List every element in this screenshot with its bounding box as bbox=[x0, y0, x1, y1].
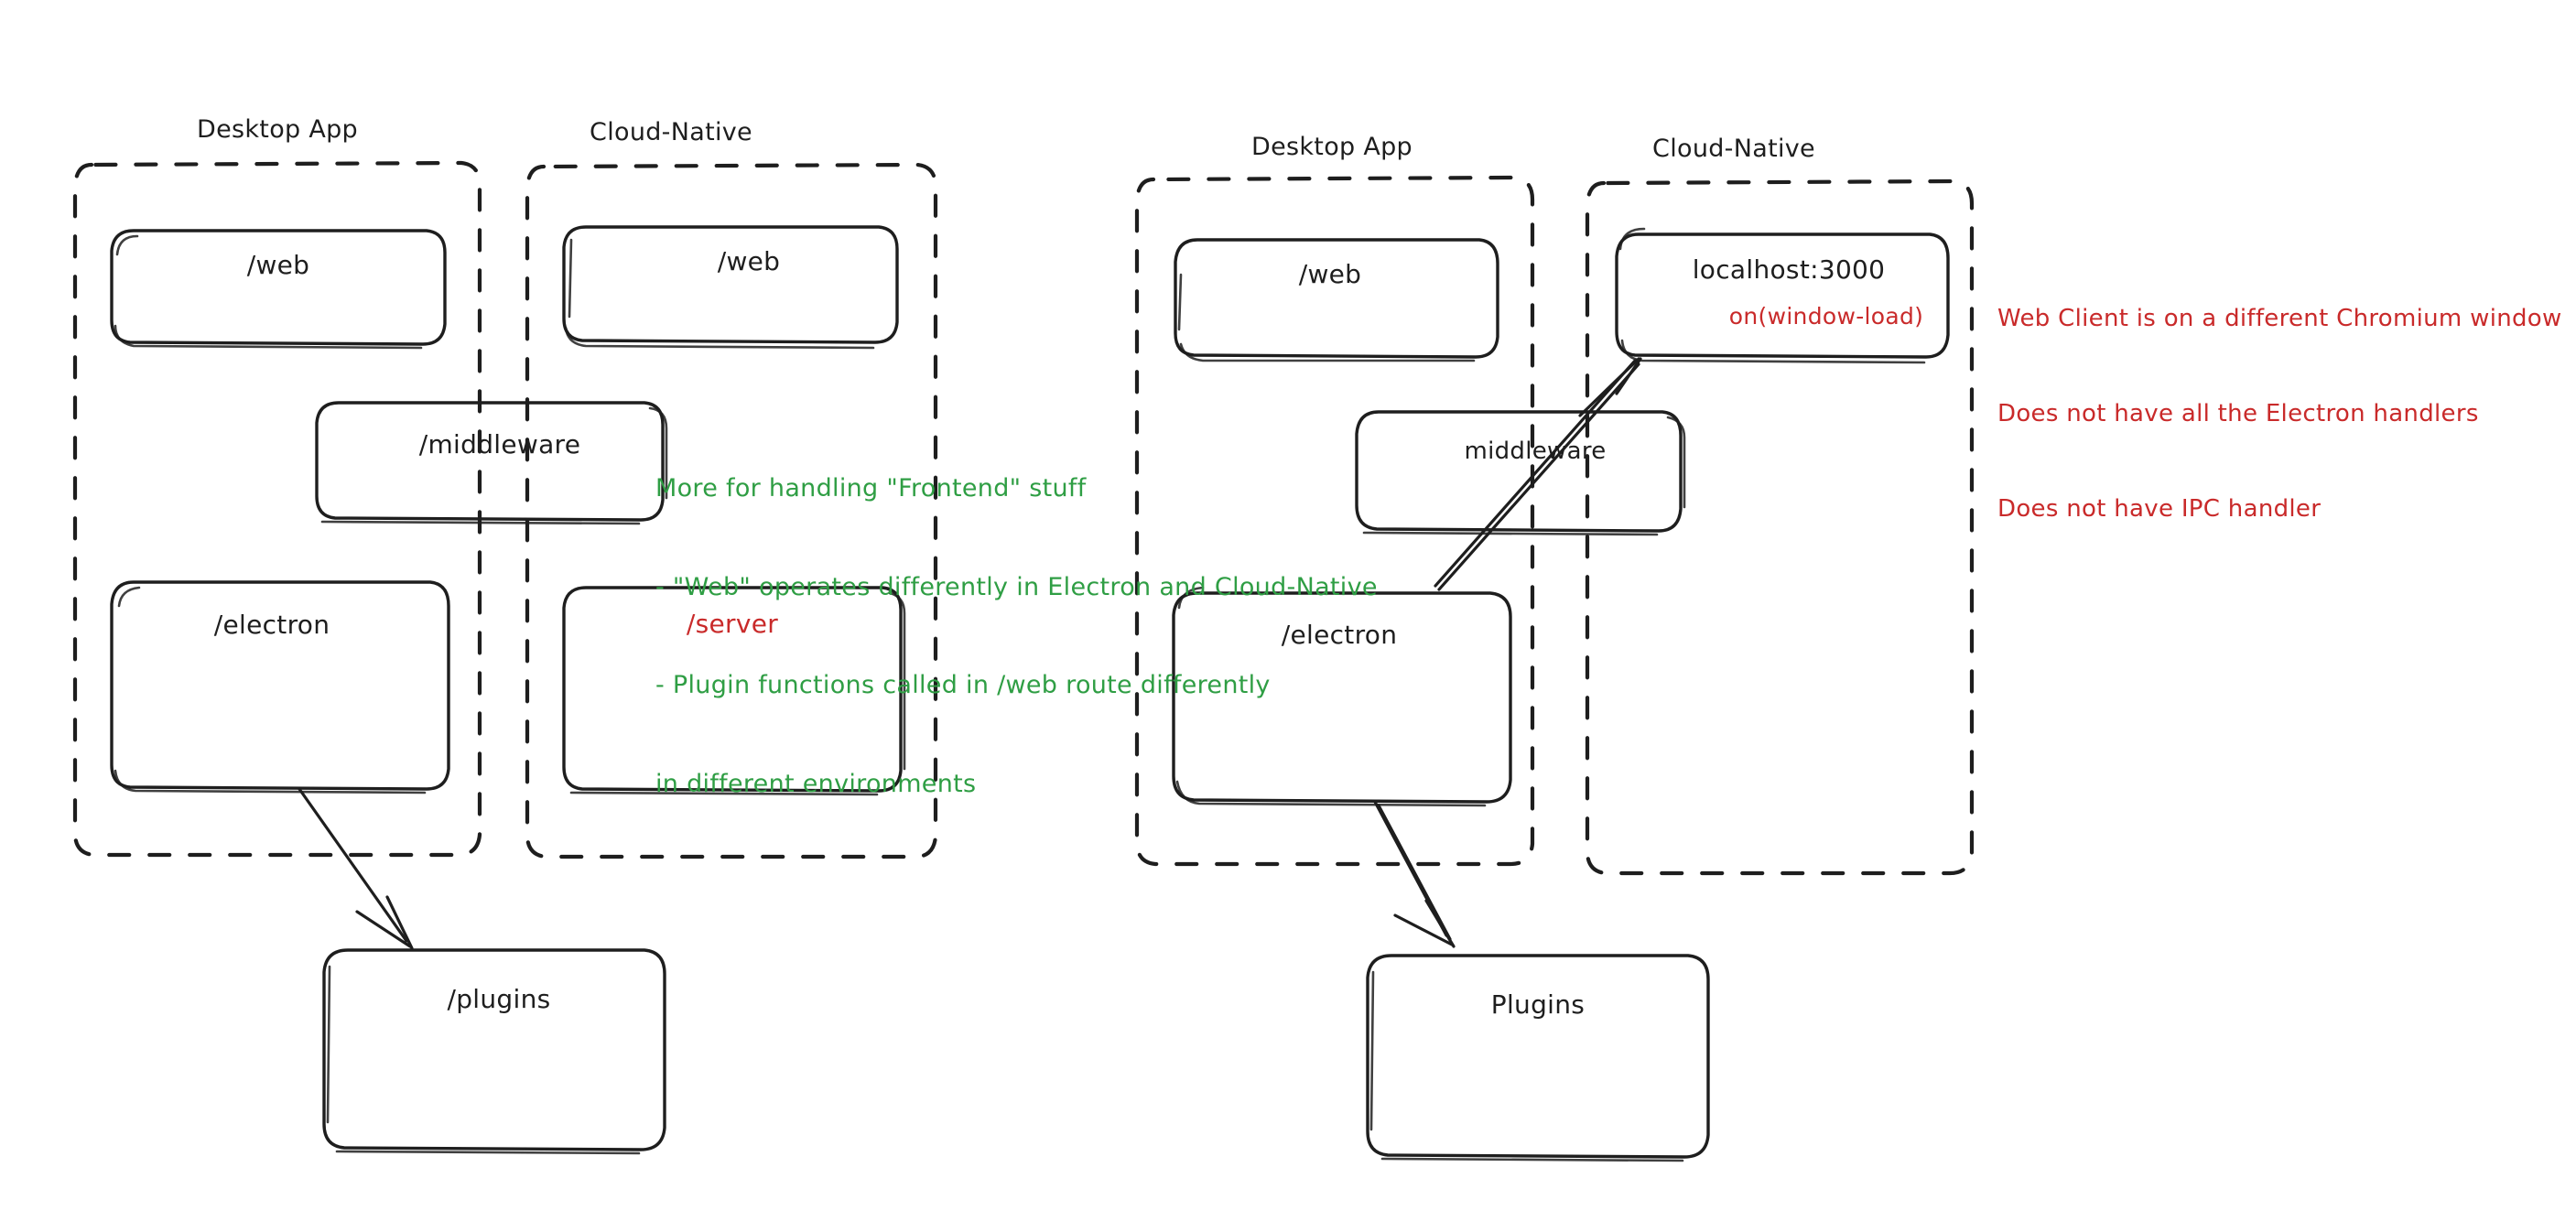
arrow-right-electron-to-plugins bbox=[1373, 800, 1456, 948]
box-label-left-middleware: /middleware bbox=[418, 429, 581, 459]
dashed-container-left-desktop bbox=[72, 160, 482, 858]
box-label-left-web: /web bbox=[246, 250, 310, 280]
note-red-line-2: Does not have all the Electron handlers bbox=[1997, 399, 2479, 427]
box-right-localhost bbox=[1615, 227, 1950, 364]
panel-title-right-desktop: Desktop App bbox=[1251, 133, 1412, 161]
box-left-electron bbox=[110, 580, 450, 794]
box-right-electron bbox=[1172, 586, 1512, 807]
box-left-middleware bbox=[315, 401, 668, 525]
box-right-web bbox=[1174, 238, 1499, 362]
box-left-server bbox=[562, 586, 906, 796]
box-label-left-server: /server bbox=[686, 609, 779, 639]
box-label-left-plugins: /plugins bbox=[447, 984, 551, 1014]
note-red-line-3: Does not have IPC handler bbox=[1997, 494, 2322, 523]
note-green: More for handling "Frontend" stuff - "We… bbox=[655, 406, 1378, 867]
box-label-left-cloud-web: /web bbox=[717, 246, 781, 276]
box-left-plugins bbox=[322, 948, 666, 1155]
arrow-left-electron-to-plugins bbox=[298, 787, 414, 950]
note-green-line-1: More for handling "Frontend" stuff bbox=[655, 473, 1087, 503]
dashed-container-right-desktop bbox=[1134, 175, 1535, 867]
box-right-plugins bbox=[1366, 954, 1710, 1162]
note-green-line-2: - "Web" operates differently in Electron… bbox=[655, 572, 1378, 601]
arrow-right-electron-to-localhost bbox=[1434, 357, 1642, 591]
note-red-line-1: Web Client is on a different Chromium wi… bbox=[1997, 305, 2562, 333]
box-right-middleware bbox=[1355, 410, 1686, 536]
box-left-web bbox=[110, 229, 447, 350]
dashed-container-right-cloud bbox=[1585, 178, 1975, 876]
box-label-left-electron: /electron bbox=[213, 610, 330, 640]
panel-title-right-cloud: Cloud-Native bbox=[1652, 135, 1815, 163]
box-label-right-electron: /electron bbox=[1281, 620, 1398, 650]
box-sublabel-right-localhost-on-window-load: on(window-load) bbox=[1728, 303, 1924, 330]
note-green-line-3: - Plugin functions called in /web route … bbox=[655, 671, 1271, 700]
dashed-container-left-cloud bbox=[525, 162, 938, 859]
box-label-right-middleware: middleware bbox=[1464, 438, 1607, 465]
panel-title-left-cloud: Cloud-Native bbox=[590, 118, 752, 146]
panel-title-left-desktop: Desktop App bbox=[197, 115, 358, 144]
box-label-right-web: /web bbox=[1298, 259, 1362, 289]
box-label-right-localhost: localhost:3000 bbox=[1692, 254, 1886, 285]
note-red: Web Client is on a different Chromium wi… bbox=[1997, 240, 2562, 588]
note-green-line-4: in different environments bbox=[655, 769, 977, 798]
box-left-cloud-web bbox=[562, 225, 899, 350]
box-label-right-plugins: Plugins bbox=[1490, 989, 1586, 1020]
